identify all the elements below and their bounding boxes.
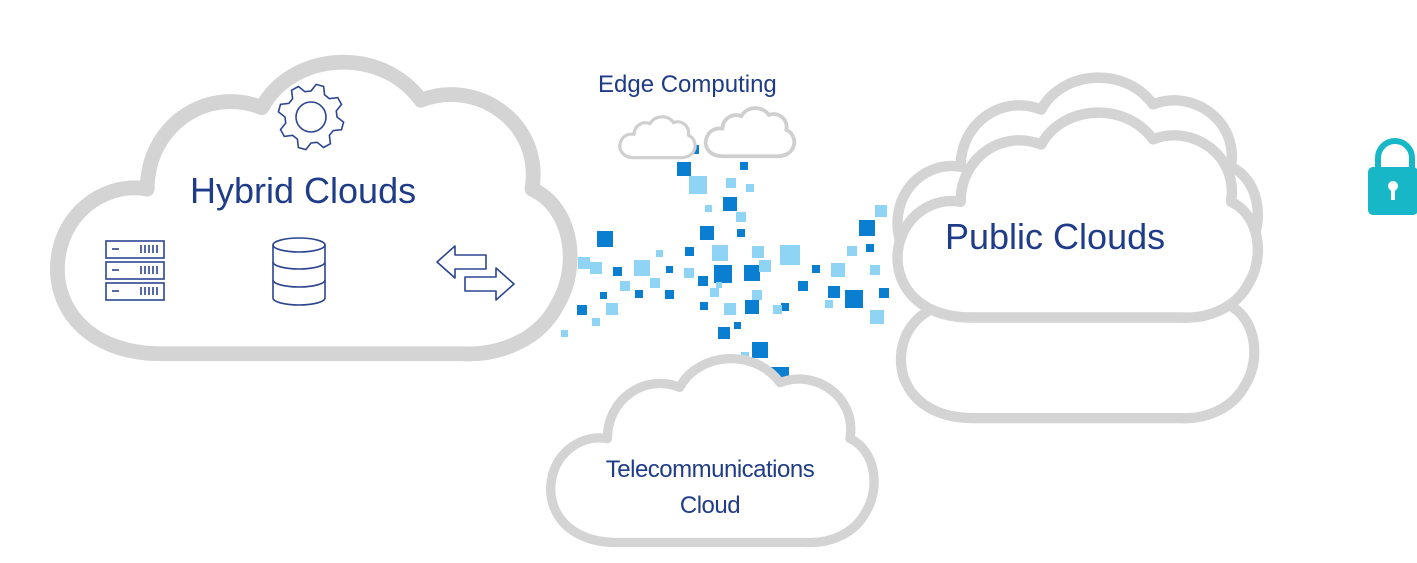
data-pixel <box>847 246 857 256</box>
data-pixel <box>737 229 745 237</box>
data-pixel <box>752 342 768 358</box>
data-pixel <box>597 231 613 247</box>
data-pixel <box>620 281 630 291</box>
data-pixel <box>724 303 736 315</box>
exchange-arrows-icon <box>436 245 515 301</box>
data-pixel <box>613 267 622 276</box>
data-pixel <box>831 263 845 277</box>
data-pixel <box>590 262 602 274</box>
edge-computing-label: Edge Computing <box>598 71 777 98</box>
data-pixel <box>606 303 618 315</box>
data-pixel <box>723 197 737 211</box>
data-pixel <box>745 300 759 314</box>
data-pixel <box>726 178 736 188</box>
data-pixel <box>718 327 730 339</box>
data-pixel <box>700 226 714 240</box>
data-pixel <box>746 184 754 192</box>
data-pixel <box>677 162 691 176</box>
data-pixel <box>752 290 762 300</box>
data-pixel <box>712 245 728 261</box>
telecom-title-line1: Telecommunications <box>605 456 815 483</box>
telecom-title-line2: Cloud <box>679 492 741 519</box>
data-pixel <box>845 290 863 308</box>
server-rack-icon <box>105 240 165 301</box>
data-pixel <box>859 220 875 236</box>
data-pixel <box>866 244 874 252</box>
data-pixel <box>714 265 732 283</box>
data-pixel <box>665 290 674 299</box>
data-pixel <box>689 176 707 194</box>
data-pixel <box>698 276 708 286</box>
data-pixel <box>759 260 771 272</box>
data-pixel <box>744 265 760 281</box>
data-pixel <box>666 266 673 273</box>
data-pixel <box>812 265 820 273</box>
data-pixel <box>650 278 660 288</box>
data-pixel <box>635 290 643 298</box>
gear-icon <box>277 83 345 151</box>
data-pixel <box>828 286 840 298</box>
database-icon <box>272 237 326 306</box>
data-pixel-stream <box>540 140 889 393</box>
edge-cloud-left-shape <box>618 115 697 160</box>
data-pixel <box>600 292 607 299</box>
data-pixel <box>879 288 889 298</box>
data-pixel <box>740 162 748 170</box>
data-pixel <box>577 305 587 315</box>
data-pixel <box>798 281 808 291</box>
data-pixel <box>870 310 884 324</box>
data-pixel <box>656 250 663 257</box>
lock-icon <box>1368 138 1417 215</box>
data-pixel <box>870 265 880 275</box>
data-pixel <box>705 205 712 212</box>
data-pixel <box>736 212 746 222</box>
data-pixel <box>825 300 833 308</box>
data-pixel <box>592 318 600 326</box>
data-pixel <box>561 330 568 337</box>
data-pixel <box>716 282 722 288</box>
data-pixel <box>685 247 694 256</box>
data-pixel <box>634 260 650 276</box>
hybrid-clouds-title: Hybrid Clouds <box>190 170 417 211</box>
edge-cloud-right-shape <box>703 106 797 159</box>
data-pixel <box>752 246 764 258</box>
data-pixel <box>700 302 708 310</box>
data-pixel <box>875 205 887 217</box>
data-pixel <box>780 245 800 265</box>
data-pixel <box>773 305 782 314</box>
data-pixel <box>578 257 590 269</box>
data-pixel <box>734 322 741 329</box>
data-pixel <box>684 268 694 278</box>
data-pixel <box>710 288 719 297</box>
telecom-cloud-title: Telecommunications Cloud <box>560 452 860 524</box>
public-clouds-title: Public Clouds <box>945 216 1166 257</box>
data-pixel <box>781 303 789 311</box>
